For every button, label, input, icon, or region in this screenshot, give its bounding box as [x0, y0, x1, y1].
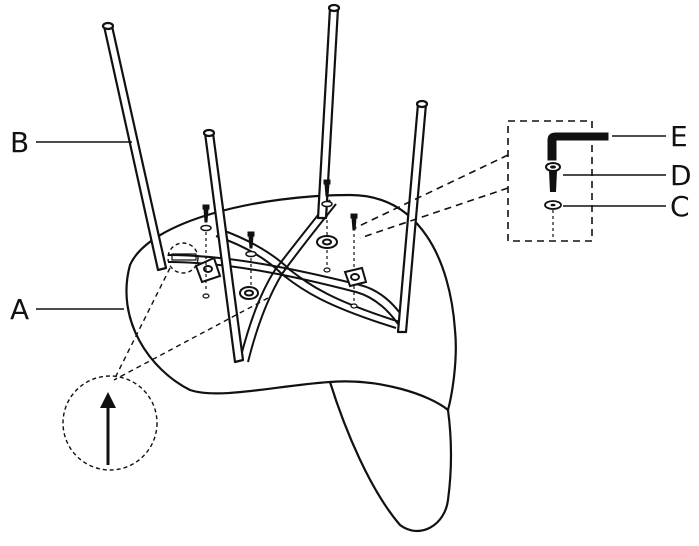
hex-key-icon: [547, 132, 609, 161]
chair-legs: [101, 3, 429, 364]
rail-detail: [171, 253, 197, 261]
mounting-plate-2: [239, 286, 259, 300]
label-e: E: [670, 120, 688, 153]
mounting-plate-4: [343, 266, 368, 288]
leg-left-inner: [203, 131, 245, 364]
mounting-plate-3: [316, 235, 338, 249]
leader-lines: [36, 135, 666, 310]
seat-shell: [125, 193, 457, 532]
label-a: A: [10, 293, 29, 326]
chair-screws: [200, 179, 358, 309]
mounting-plate-1: [194, 256, 222, 284]
leg-back-left: [102, 24, 168, 272]
label-d: D: [670, 159, 692, 192]
mounting-plates: [194, 235, 368, 300]
detail-magnifier: [62, 242, 269, 471]
leg-right: [396, 102, 428, 334]
label-b: B: [10, 126, 29, 159]
screw-3: [321, 179, 333, 273]
label-c: C: [670, 190, 690, 223]
screw-4: [350, 213, 358, 309]
washer-icon: [544, 200, 562, 240]
screw-1: [200, 204, 212, 299]
screw-2: [245, 231, 257, 286]
hardware-callout: [354, 120, 609, 242]
bolt-icon: [545, 162, 561, 192]
